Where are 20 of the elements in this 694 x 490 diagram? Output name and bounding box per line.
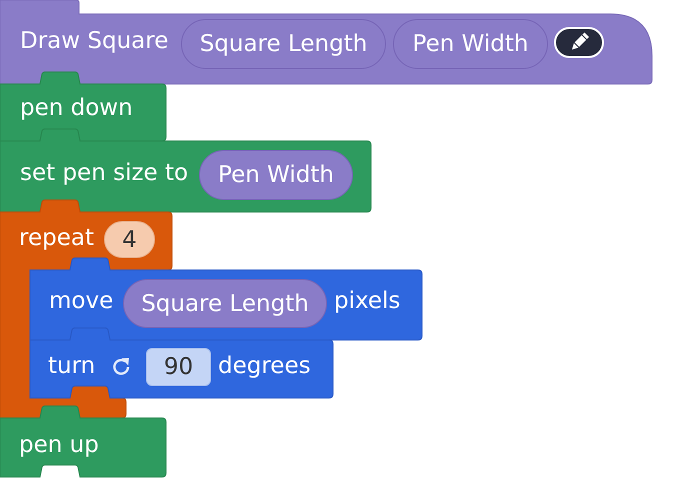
parameter-reporter: Pen Width xyxy=(199,150,353,200)
number-input: 90 xyxy=(146,348,211,386)
block-label: repeat xyxy=(19,224,94,252)
block-label: turn xyxy=(48,352,96,380)
block-label: degrees xyxy=(218,352,311,380)
command-block xyxy=(0,129,371,212)
parameter-reporter: Pen Width xyxy=(393,19,548,69)
block-label: set pen size to xyxy=(20,159,188,187)
parameter-reporter: Square Length xyxy=(123,279,327,328)
block-label: pen down xyxy=(20,94,133,122)
block-label: Draw Square xyxy=(20,27,168,55)
block-label: pixels xyxy=(334,287,400,315)
block-label: move xyxy=(49,287,114,315)
command-block xyxy=(0,406,166,477)
command-block xyxy=(0,72,166,141)
command-block xyxy=(30,258,422,340)
block-label: pen up xyxy=(19,431,99,459)
define-block xyxy=(0,0,652,84)
parameter-reporter: Square Length xyxy=(181,19,386,69)
command-block xyxy=(30,328,333,398)
